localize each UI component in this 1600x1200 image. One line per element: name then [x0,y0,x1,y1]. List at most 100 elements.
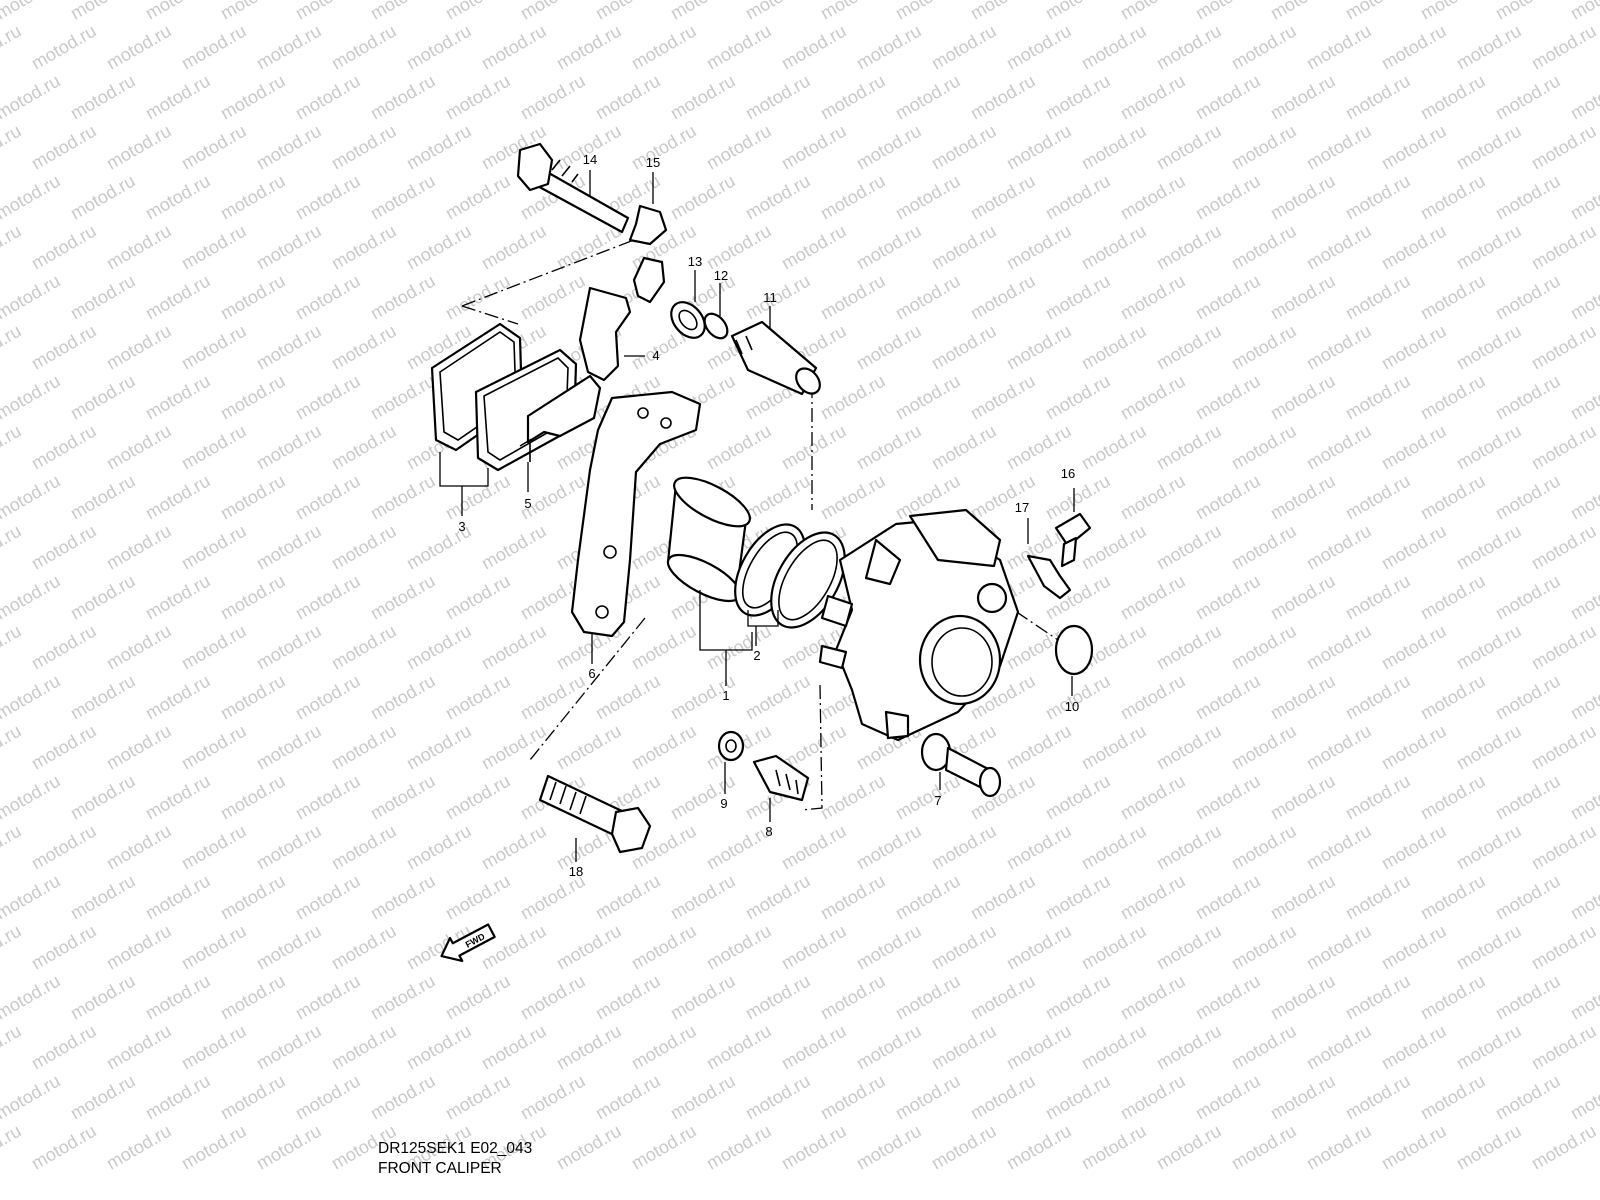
watermark-text: motod.ru [892,871,964,924]
watermark-text: motod.ru [1003,721,1075,774]
watermark-text: motod.ru [628,21,700,74]
watermark-text: motod.ru [628,1021,700,1074]
watermark-text: motod.ru [1042,171,1114,224]
watermark-text: motod.ru [967,971,1039,1024]
watermark-text: motod.ru [1417,371,1489,424]
watermark-text: motod.ru [1117,0,1189,23]
callout-5: 5 [524,496,531,511]
watermark-text: motod.ru [1417,971,1489,1024]
watermark-text: motod.ru [592,871,664,924]
watermark-text: motod.ru [1117,771,1189,824]
watermark-text: motod.ru [1228,221,1300,274]
watermark-text: motod.ru [442,971,514,1024]
callout-10: 10 [1065,699,1079,714]
watermark-text: motod.ru [1303,321,1375,374]
watermark-text: motod.ru [328,721,400,774]
watermark-text: motod.ru [892,71,964,124]
part-10-cap [1054,624,1094,676]
watermark-text: motod.ru [1492,971,1564,1024]
watermark-text: motod.ru [1153,521,1225,574]
watermark-text: motod.ru [67,0,139,23]
watermark-text: motod.ru [142,371,214,424]
callout-labels: 14 15 13 12 11 4 3 5 6 1 2 10 16 17 7 9 … [458,152,1079,879]
watermark-text: motod.ru [592,0,664,23]
watermark-text: motod.ru [328,521,400,574]
watermark-text: motod.ru [517,1071,589,1124]
watermark-text: motod.ru [67,71,139,124]
watermark-text: motod.ru [367,271,439,324]
watermark-text: motod.ru [1417,171,1489,224]
watermark-text: motod.ru [217,0,289,23]
watermark-text: motod.ru [478,621,550,674]
watermark-text: motod.ru [667,171,739,224]
watermark-text: motod.ru [67,371,139,424]
watermark-text: motod.ru [1417,771,1489,824]
watermark-text: motod.ru [28,21,100,74]
watermark-text: motod.ru [103,221,175,274]
watermark-text: motod.ru [0,321,25,374]
watermark-text: motod.ru [1153,221,1225,274]
watermark-text: motod.ru [403,721,475,774]
watermark-text: motod.ru [178,1021,250,1074]
watermark-text: motod.ru [1078,421,1150,474]
watermark-text: motod.ru [1378,821,1450,874]
watermark-text: motod.ru [442,1071,514,1124]
watermark-text: motod.ru [1153,421,1225,474]
watermark-text: motod.ru [967,0,1039,23]
watermark-text: motod.ru [1153,321,1225,374]
callout-12: 12 [714,268,728,283]
leader-lines [439,170,1075,862]
watermark-text: motod.ru [817,171,889,224]
watermark-text: motod.ru [1342,871,1414,924]
part-4-pad-spring [578,286,632,382]
watermark-text: motod.ru [178,921,250,974]
watermark-text: motod.ru [517,71,589,124]
watermark-text: motod.ru [892,771,964,824]
watermark-text: motod.ru [253,21,325,74]
watermark-text: motod.ru [1342,371,1414,424]
watermark-text: motod.ru [1567,771,1600,824]
watermark-text: motod.ru [478,1021,550,1074]
watermark-text: motod.ru [703,621,775,674]
watermark-text: motod.ru [1528,121,1600,174]
watermark-text: motod.ru [853,21,925,74]
watermark-text: motod.ru [667,771,739,824]
part-7-pin-bolt [920,732,1002,798]
watermark-text: motod.ru [892,371,964,424]
watermark-text: motod.ru [928,221,1000,274]
watermark-text: motod.ru [28,1121,100,1174]
watermark-text: motod.ru [1003,21,1075,74]
callout-14: 14 [583,152,597,167]
watermark-text: motod.ru [67,1071,139,1124]
watermark-text: motod.ru [142,971,214,1024]
watermark-text: motod.ru [478,721,550,774]
watermark-text: motod.ru [817,971,889,1024]
watermark-text: motod.ru [1267,871,1339,924]
watermark-text: motod.ru [1078,1021,1150,1074]
watermark-text: motod.ru [142,0,214,23]
watermark-text: motod.ru [778,1121,850,1174]
watermark-text: motod.ru [0,421,25,474]
watermark-text: motod.ru [67,871,139,924]
watermark-text: motod.ru [928,21,1000,74]
watermark-text: motod.ru [28,321,100,374]
watermark-text: motod.ru [778,1021,850,1074]
watermark-text: motod.ru [1342,571,1414,624]
callout-7: 7 [934,793,941,808]
watermark-text: motod.ru [442,271,514,324]
watermark-text: motod.ru [553,1121,625,1174]
watermark-text: motod.ru [1117,871,1189,924]
watermark-text: motod.ru [1192,871,1264,924]
callout-18: 18 [569,864,583,879]
callout-4: 4 [652,348,659,363]
watermark-text: motod.ru [1342,271,1414,324]
watermark-text: motod.ru [367,371,439,424]
watermark-text: motod.ru [442,571,514,624]
watermark-text: motod.ru [103,921,175,974]
watermark-text: motod.ru [1192,471,1264,524]
watermark-text: motod.ru [628,1121,700,1174]
watermark-text: motod.ru [778,821,850,874]
watermark-text: motod.ru [1303,621,1375,674]
watermark-text: motod.ru [853,421,925,474]
watermark-text: motod.ru [703,421,775,474]
